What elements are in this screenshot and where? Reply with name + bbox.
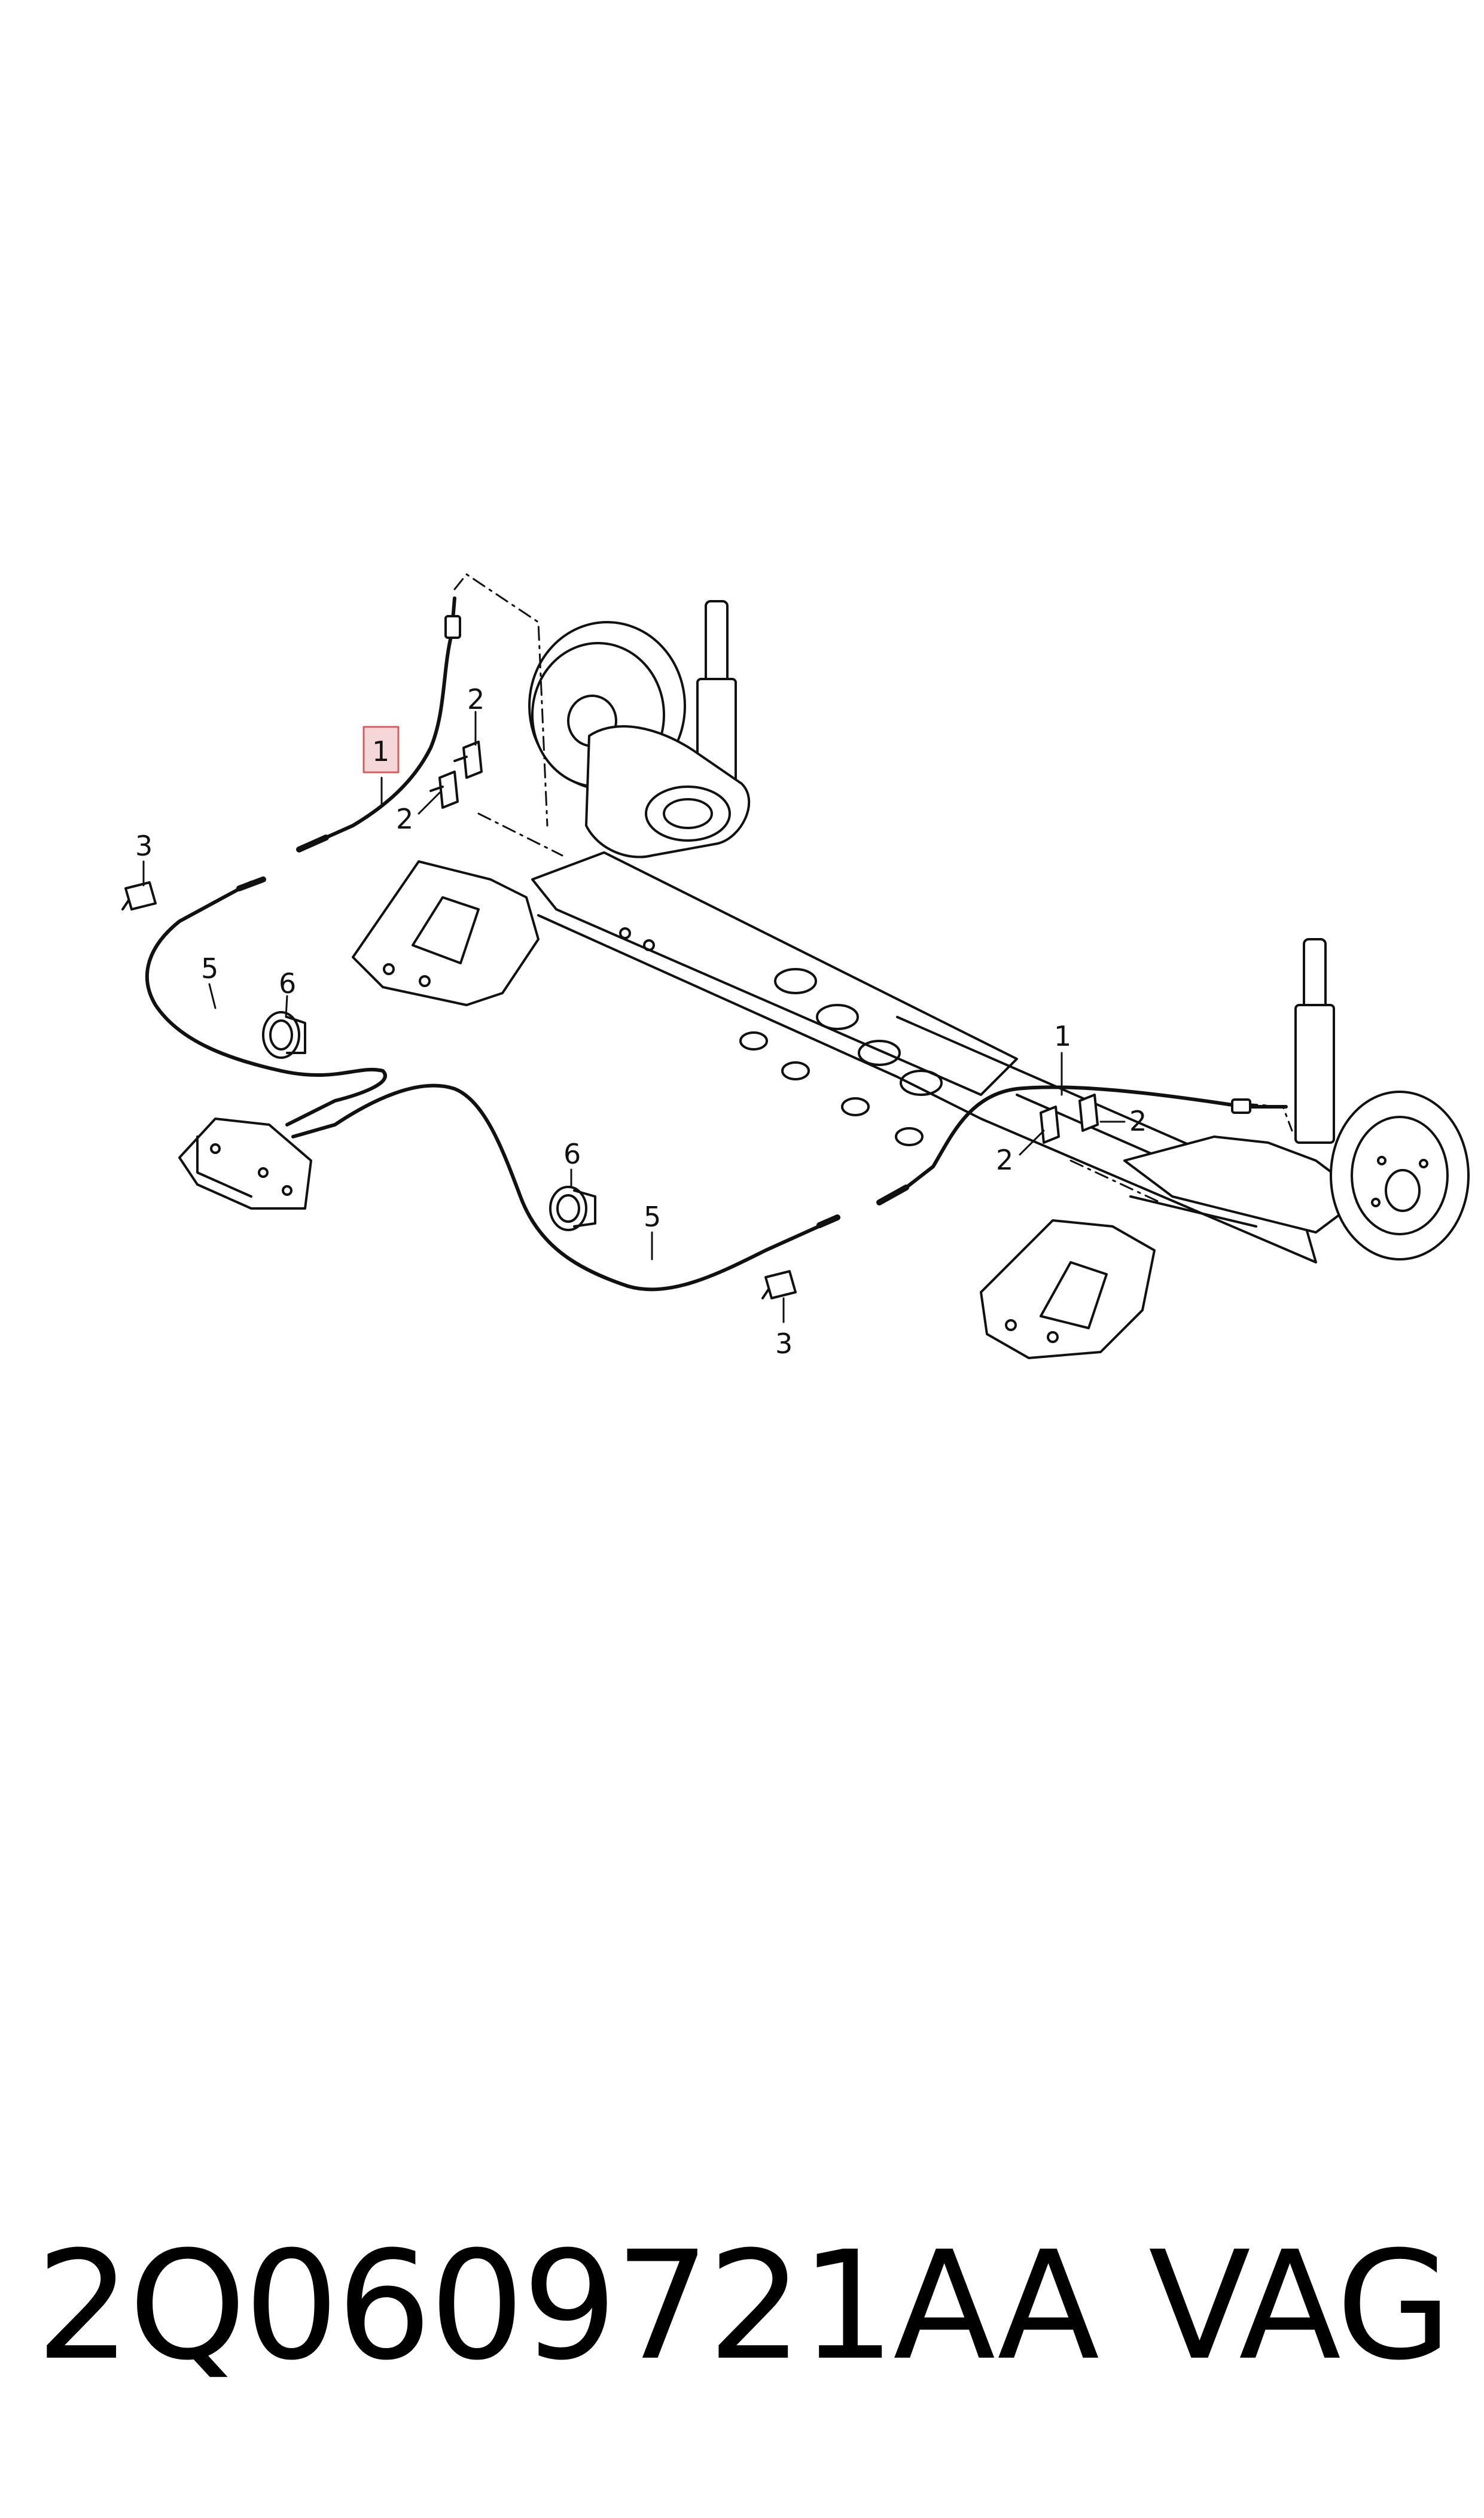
part-3-clip <box>121 881 157 911</box>
part-6-grommet <box>549 1186 596 1231</box>
part-number: 2Q0609721AA <box>36 2219 1099 2393</box>
callout-6-left: 6 <box>279 967 296 1000</box>
part-3-clip <box>761 1270 797 1299</box>
part-6-grommet <box>262 1011 306 1059</box>
callout-1-highlight <box>362 726 400 774</box>
left-trailing-arm <box>585 725 751 858</box>
part-2-clip <box>1078 1094 1099 1132</box>
callout-2-left-top: 2 <box>467 683 484 715</box>
right-trailing-arm <box>1123 1135 1365 1234</box>
callout-2-right-bottom: 2 <box>996 1144 1013 1176</box>
right-brake-drum <box>1330 1091 1470 1260</box>
part-5-cable-left <box>145 876 387 1126</box>
part-1-cable-left <box>296 596 461 852</box>
callout-3-right: 3 <box>775 1327 793 1360</box>
part-5-cable-right <box>291 1083 840 1292</box>
callout-5-left: 5 <box>201 952 218 985</box>
part-1-cable-right <box>876 1085 1288 1205</box>
callout-1-left: 1 <box>372 735 389 768</box>
callout-5-right: 5 <box>644 1201 661 1233</box>
right-mount-bracket <box>980 1219 1156 1359</box>
left-mount-bracket <box>352 860 540 1006</box>
callout-6-right: 6 <box>563 1138 581 1170</box>
brand-label: VAG <box>1148 2219 1452 2393</box>
callout-1-right: 1 <box>1054 1020 1071 1052</box>
callout-2-left-bottom: 2 <box>396 803 413 835</box>
callout-leaders <box>142 711 1126 1323</box>
handbrake-mount-bracket <box>178 1118 312 1210</box>
callout-3-left: 3 <box>135 830 153 862</box>
part-2-clip <box>429 771 459 809</box>
callout-2-right-top: 2 <box>1129 1105 1147 1137</box>
part-2-clip <box>453 741 483 779</box>
part-2-clip <box>1040 1106 1060 1144</box>
right-shock-absorber <box>1294 938 1335 1144</box>
